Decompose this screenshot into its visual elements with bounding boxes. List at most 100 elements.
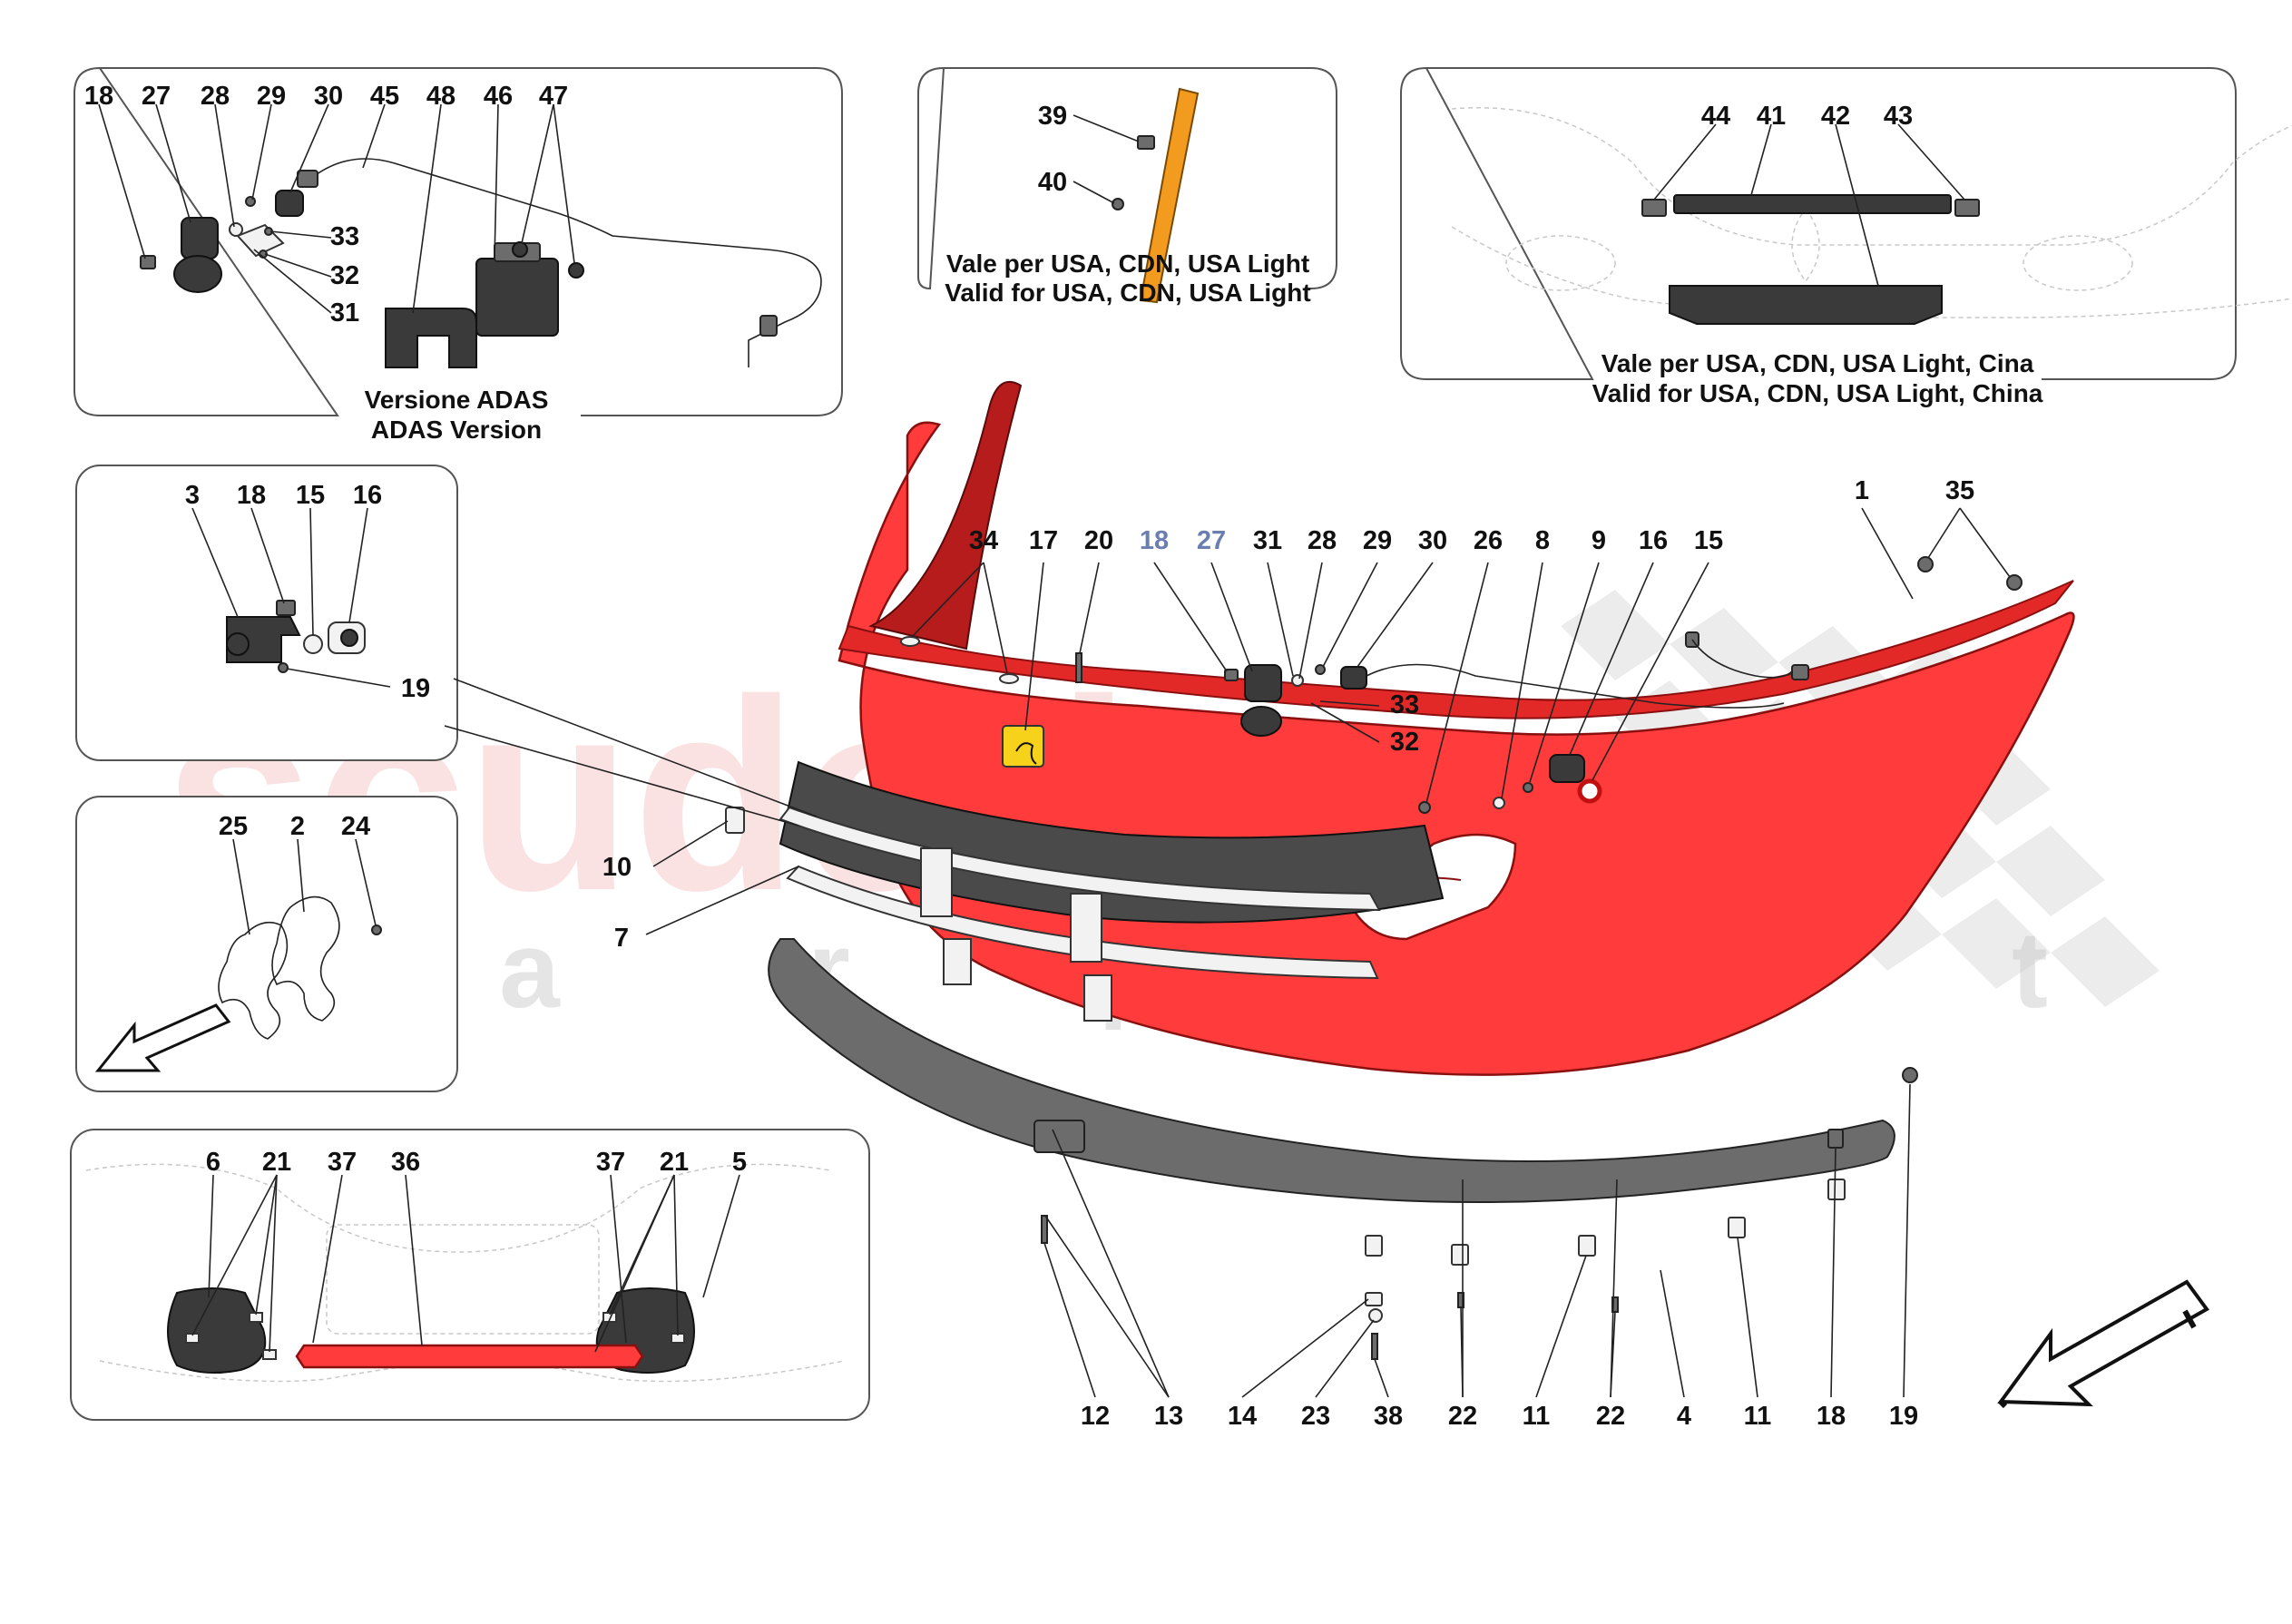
adas-caption-en: ADAS Version	[371, 416, 542, 444]
callout-25: 25	[219, 812, 248, 841]
direction-arrow-small	[94, 1003, 231, 1072]
callout-22: 22	[1596, 1402, 1625, 1431]
badge-panel: 25 2 24	[75, 796, 458, 1092]
washer-34a	[900, 636, 920, 647]
ducts-panel: 6 21 37 36 37 21 5	[70, 1129, 870, 1421]
reflector-panel: 39 40 Vale per USA, CDN, USA Light Valid…	[917, 66, 1337, 307]
plate-support-42	[1669, 285, 1943, 325]
reflector-caption-it: Vale per USA, CDN, USA Light	[946, 249, 1309, 278]
callout-35: 35	[1945, 476, 1974, 505]
callout-11: 11	[1744, 1402, 1772, 1431]
callout-40: 40	[1038, 168, 1067, 197]
screw-29-main	[1315, 664, 1326, 675]
screw-40	[1112, 198, 1124, 210]
callout-47: 47	[539, 82, 568, 111]
air-duct-6	[167, 1287, 267, 1374]
ring-15-main	[1577, 778, 1602, 804]
callout-17: 17	[1029, 526, 1058, 555]
screw-29	[245, 196, 256, 207]
screw-19-main	[1902, 1067, 1918, 1083]
callout-24: 24	[341, 812, 370, 841]
direction-arrow-large	[1997, 1279, 2209, 1407]
callout-33: 33	[1390, 690, 1419, 719]
callout-2: 2	[290, 812, 305, 841]
callout-8: 8	[1535, 526, 1550, 555]
ferrari-badge-17	[1002, 725, 1044, 768]
callout-19: 19	[401, 674, 430, 703]
callout-48: 48	[426, 82, 455, 111]
callout-31: 31	[1253, 526, 1282, 555]
washer-34b	[999, 673, 1019, 684]
callout-26: 26	[1474, 526, 1503, 555]
clip-18b	[276, 600, 296, 616]
bracket-10	[725, 807, 745, 834]
callout-18: 18	[237, 481, 266, 510]
callout-32: 32	[1390, 728, 1419, 757]
wiring-harness-45	[312, 158, 822, 367]
callout-28: 28	[1308, 526, 1337, 555]
bracket-43	[1954, 199, 1980, 217]
screw-38	[1371, 1333, 1378, 1360]
callout-4: 4	[1677, 1402, 1691, 1431]
callout-30: 30	[1418, 526, 1447, 555]
usa-china-caption-it: Vale per USA, CDN, USA Light, Cina	[1601, 349, 2034, 377]
callout-29: 29	[257, 82, 286, 111]
callout-3: 3	[185, 481, 200, 510]
nut-14	[1365, 1292, 1383, 1306]
harness-connector	[297, 170, 318, 188]
camera-30	[275, 190, 304, 217]
reflector-caption-en: Valid for USA, CDN, USA Light	[945, 279, 1310, 307]
radar-unit-46	[475, 258, 559, 337]
clip-47b	[568, 262, 584, 279]
usa-china-caption-en: Valid for USA, CDN, USA Light, China	[1592, 379, 2043, 407]
screw-26-main	[1418, 801, 1431, 814]
callout-31: 31	[330, 298, 359, 328]
pin-24	[371, 925, 382, 935]
callout-9: 9	[1592, 526, 1606, 555]
callout-34: 34	[969, 526, 998, 555]
callout-36: 36	[391, 1148, 420, 1177]
callout-1: 1	[1855, 476, 1869, 505]
pin-20	[1075, 652, 1082, 683]
callout-16: 16	[353, 481, 382, 510]
callout-11: 11	[1523, 1402, 1551, 1431]
callout-22: 22	[1448, 1402, 1477, 1431]
callout-15: 15	[296, 481, 325, 510]
callout-39: 39	[1038, 102, 1067, 131]
callout-41: 41	[1757, 102, 1786, 131]
callout-18: 18	[84, 82, 113, 111]
clip-8-main	[1493, 797, 1505, 809]
callout-37: 37	[596, 1148, 625, 1177]
callout-33: 33	[330, 222, 359, 251]
callout-14: 14	[1228, 1402, 1257, 1431]
screw-12	[1041, 1215, 1048, 1244]
callout-32: 32	[330, 261, 359, 290]
callout-21: 21	[660, 1148, 689, 1177]
sensor-bracket-27	[181, 217, 219, 259]
callout-18: 18	[1817, 1402, 1846, 1431]
callout-30: 30	[314, 82, 343, 111]
callout-15: 15	[1694, 526, 1723, 555]
callout-43: 43	[1884, 102, 1913, 131]
sensor-housing	[173, 255, 222, 293]
washer-23	[1368, 1308, 1383, 1323]
callout-6: 6	[206, 1148, 220, 1177]
harness-end-connector	[759, 315, 778, 337]
clip-47a	[512, 241, 528, 258]
callout-16: 16	[1639, 526, 1668, 555]
horse-badge-25	[218, 921, 289, 1040]
lower-duct-36	[295, 1344, 644, 1369]
camera-30-main	[1340, 666, 1367, 690]
callout-5: 5	[732, 1148, 747, 1177]
callout-21: 21	[262, 1148, 291, 1177]
usa-china-panel: 44 41 42 43 Vale per USA, CDN, USA Light…	[1400, 66, 2292, 407]
washer-28-main	[1291, 674, 1304, 687]
clip-18	[140, 255, 156, 269]
callout-38: 38	[1374, 1402, 1403, 1431]
callout-27: 27	[1197, 526, 1226, 555]
side-reflector-39	[1139, 87, 1200, 304]
adas-caption-it: Versione ADAS	[365, 386, 549, 414]
callout-45: 45	[370, 82, 399, 111]
radar-cover-48	[384, 308, 477, 368]
